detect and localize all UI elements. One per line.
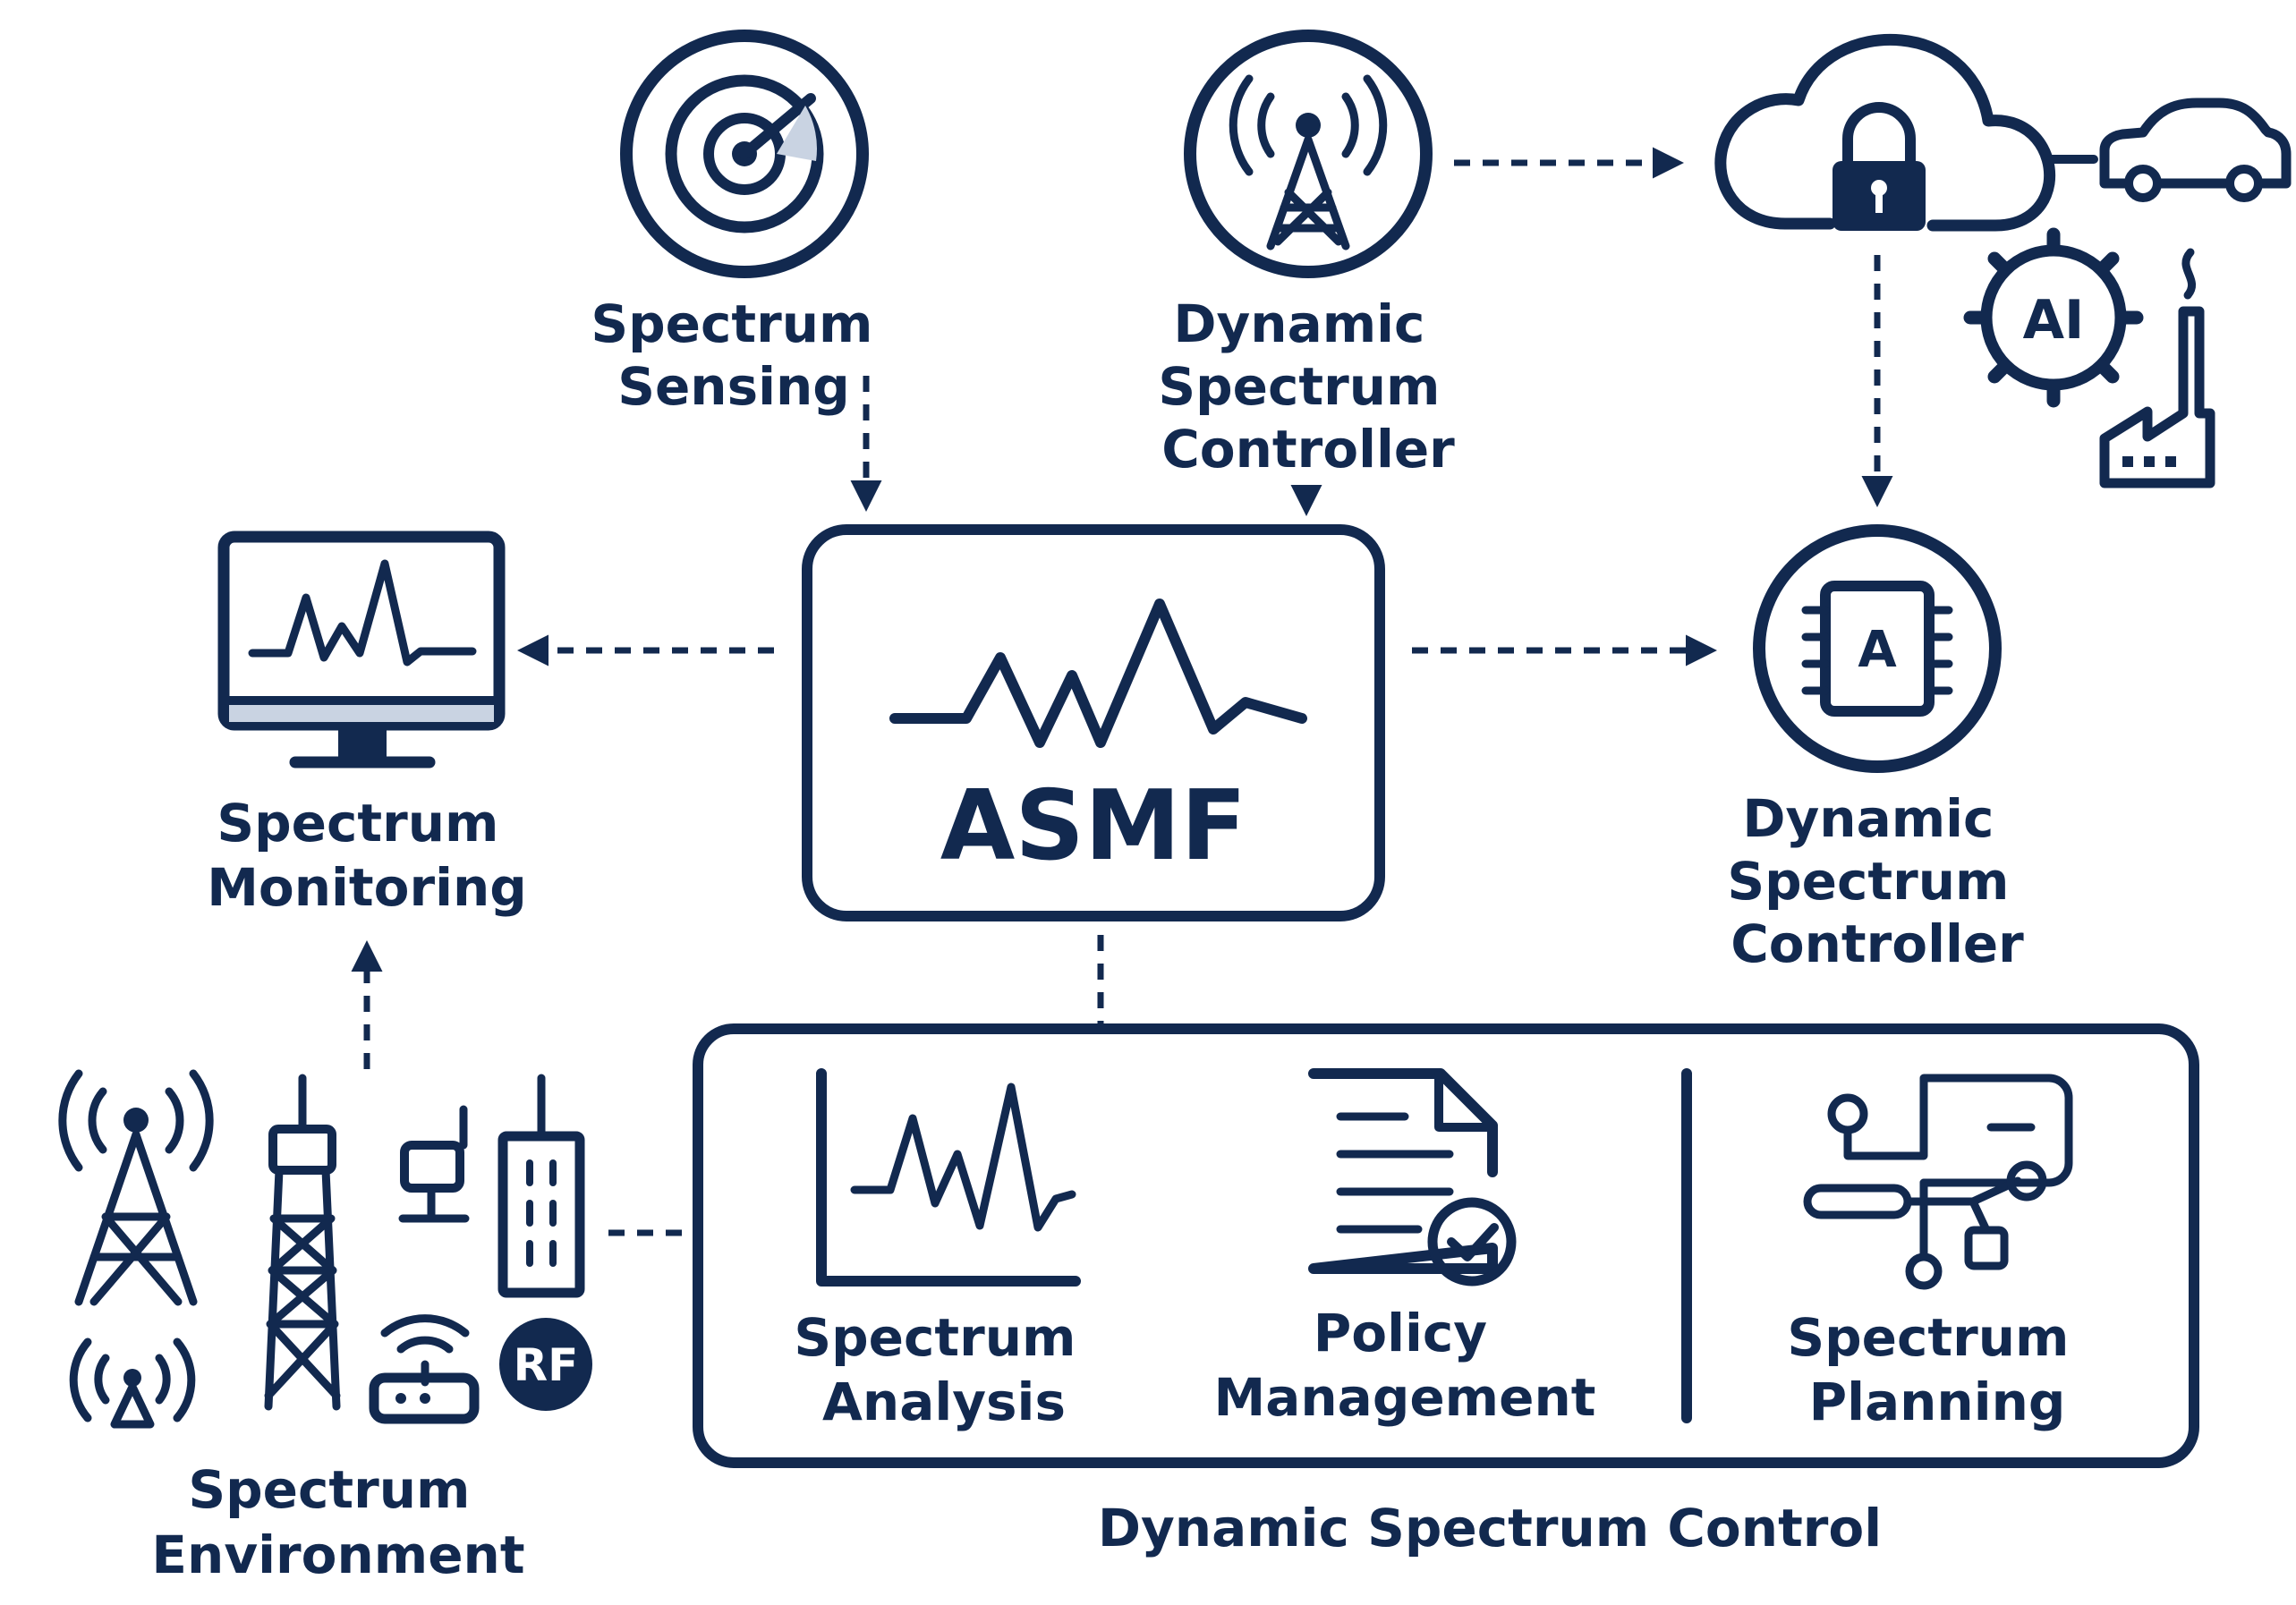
rf-badge-label: RF bbox=[514, 1339, 579, 1391]
cell-tower-icon bbox=[58, 1069, 214, 1306]
spectrum-planning-label: Spectrum Planning bbox=[1787, 1307, 2087, 1432]
building-icon bbox=[497, 1074, 585, 1298]
rf-badge-icon: RF bbox=[499, 1318, 592, 1411]
factory-icon bbox=[2099, 248, 2215, 488]
chart-icon bbox=[816, 1068, 1081, 1287]
waveform-icon bbox=[889, 599, 1307, 748]
policy-management-label: Policy Management bbox=[1214, 1303, 1596, 1428]
spectrum-sensing-label: Spectrum Sensing bbox=[591, 293, 890, 417]
policy-management-module: Policy Management bbox=[1214, 1068, 1596, 1428]
ai-gear-icon: AI bbox=[1963, 227, 2144, 408]
asmf-node: ASMF bbox=[802, 524, 1385, 921]
dynamic-spectrum-control-title: Dynamic Spectrum Control bbox=[1098, 1498, 1882, 1558]
router-icon bbox=[369, 1314, 480, 1424]
spectrum-monitoring-node: Spectrum Monitoring bbox=[207, 531, 527, 918]
chip-letter: A bbox=[1858, 621, 1897, 679]
spectrum-sensing-node: Spectrum Sensing bbox=[591, 30, 890, 417]
cloud-group: AI bbox=[1714, 33, 2292, 488]
device-icon bbox=[398, 1105, 470, 1223]
control-panel-box bbox=[693, 1023, 2199, 1468]
dynamic-spectrum-controller-top-node: Dynamic Spectrum Controller bbox=[1158, 30, 1458, 480]
dynamic-spectrum-controller-right-node: A Dynamic Spectrum Controller bbox=[1727, 524, 2027, 974]
document-check-icon bbox=[1308, 1068, 1517, 1287]
spectrum-environment-label: Spectrum Environment bbox=[151, 1459, 524, 1585]
small-antenna-icon bbox=[69, 1338, 196, 1429]
circuit-flow-icon bbox=[1803, 1074, 2073, 1290]
secure-cloud-icon bbox=[1714, 33, 2056, 232]
spectrum-planning-module: Spectrum Planning bbox=[1787, 1074, 2087, 1432]
asmf-label: ASMF bbox=[940, 770, 1247, 882]
spectrum-analysis-label: Spectrum Analysis bbox=[794, 1307, 1093, 1432]
dynamic-spectrum-control-panel: Spectrum Analysis Policy Management bbox=[693, 1023, 2199, 1468]
radar-icon bbox=[620, 30, 869, 278]
spectrum-monitoring-label: Spectrum Monitoring bbox=[207, 793, 527, 918]
antenna-tower-icon bbox=[1184, 30, 1433, 278]
asmf-box bbox=[802, 524, 1385, 921]
dynamic-spectrum-controller-right-label: Dynamic Spectrum Controller bbox=[1727, 788, 2027, 974]
dynamic-spectrum-controller-top-label: Dynamic Spectrum Controller bbox=[1158, 293, 1458, 480]
lock-icon bbox=[1833, 102, 1926, 231]
connectors bbox=[351, 147, 1893, 1236]
spectrum-environment-node: RF Spectrum Environment bbox=[58, 1069, 592, 1585]
spectrum-analysis-module: Spectrum Analysis bbox=[794, 1068, 1093, 1432]
ai-label: AI bbox=[2023, 289, 2085, 352]
chip-icon: A bbox=[1753, 524, 2002, 773]
monitor-waveform-icon bbox=[217, 531, 506, 769]
car-icon bbox=[2099, 98, 2292, 202]
broadcast-tower-icon bbox=[264, 1074, 341, 1411]
